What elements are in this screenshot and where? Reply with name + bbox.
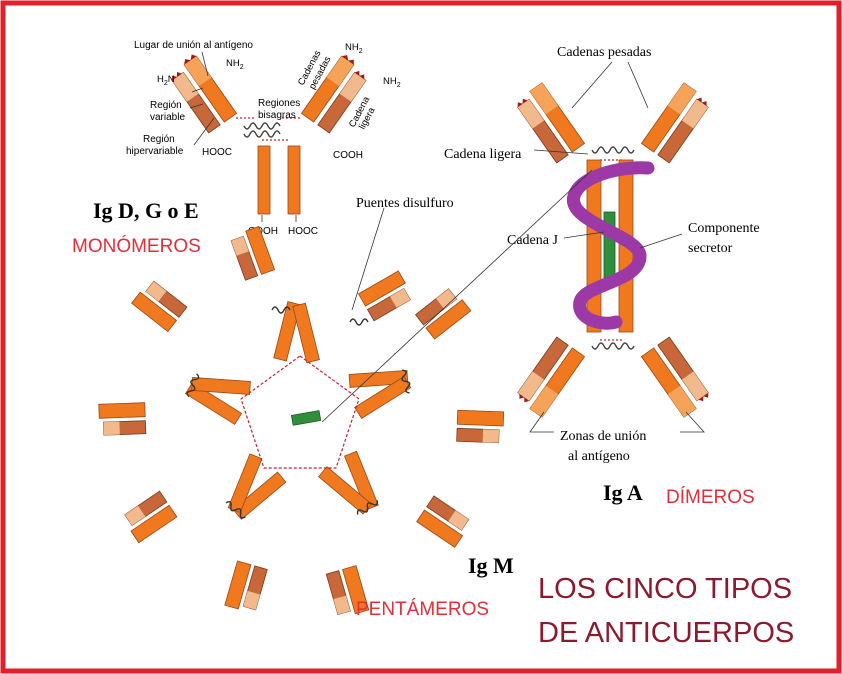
label-nh2-left: NH2: [226, 58, 244, 71]
label-heavy-chains: Cadenas pesadas: [557, 45, 651, 60]
label-cooh-right: COOH: [333, 150, 363, 161]
label-hooc-left: HOOC: [202, 147, 232, 158]
label-secretory-2: secretor: [688, 241, 733, 256]
label-j-chain: Cadena J: [507, 233, 558, 248]
label-binding-zones-1: Zonas de unión: [560, 429, 646, 444]
label-nh2-right: NH2: [383, 76, 401, 89]
label-hooc-stem: HOOC: [288, 226, 318, 237]
label-secretory-1: Componente: [688, 221, 760, 236]
label-hypervariable-2: hipervariable: [126, 146, 184, 157]
label-binding-zones-2: al antígeno: [568, 449, 630, 464]
monomer-diagram: [171, 51, 367, 222]
label-light-chain: Cadena ligera: [444, 147, 522, 162]
label-binding-site: Lugar de unión al antígeno: [134, 40, 253, 51]
label-disulfide-bridges: Puentes disulfuro: [356, 196, 454, 211]
dimer-subtitle: DÍMEROS: [666, 487, 755, 508]
label-hinge-2: bisagras: [258, 110, 296, 121]
main-title-line1: LOS CINCO TIPOS: [538, 573, 792, 605]
label-cooh-stem: COOH: [248, 226, 278, 237]
label-h2n: H2N: [157, 74, 175, 87]
label-nh2-right-top: NH2: [345, 42, 363, 55]
label-variable-region-1: Región: [150, 100, 182, 111]
dimer-title: Ig A: [603, 480, 643, 505]
label-hinge-1: Regiones: [258, 98, 300, 109]
pentamer-subtitle: PENTÁMEROS: [356, 599, 489, 620]
monomer-subtitle: MONÓMEROS: [72, 235, 201, 257]
pentamer-diagram: [98, 225, 505, 616]
main-title-line2: DE ANTICUERPOS: [538, 617, 794, 649]
dimer-diagram: [517, 61, 709, 433]
monomer-title: Ig D, G o E: [93, 198, 199, 223]
pentamer-title: Ig M: [468, 553, 514, 578]
label-variable-region-2: variable: [150, 112, 185, 123]
label-hypervariable-1: Región: [143, 134, 175, 145]
